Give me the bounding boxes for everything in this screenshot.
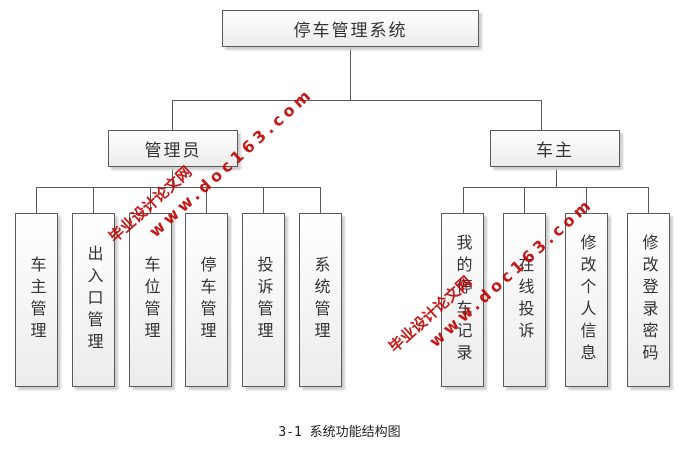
admin-child-label: 投诉管理 (254, 256, 274, 344)
figure-caption: 3-1 系统功能结构图 (278, 425, 401, 440)
connector-admin-child-1 (93, 187, 94, 213)
connector-admin-child-5 (320, 187, 321, 213)
connector-admin-up (172, 100, 173, 130)
admin-child-node: 车主管理 (15, 213, 58, 387)
connector-owner-child-2 (586, 187, 587, 213)
connector-owner-child-0 (463, 187, 464, 213)
branch-label-owner: 车主 (536, 141, 574, 161)
connector-admin-child-3 (206, 187, 207, 213)
admin-child-node: 系统管理 (299, 213, 342, 387)
branch-label-admin: 管理员 (144, 141, 202, 161)
admin-child-node: 停车管理 (185, 213, 228, 387)
admin-child-node: 出入口管理 (72, 213, 115, 387)
owner-child-node: 修改个人信息 (565, 213, 608, 387)
connector-admin-bus (36, 187, 321, 188)
admin-child-label: 系统管理 (311, 256, 331, 344)
connector-owner-up (541, 100, 542, 130)
branch-node-admin: 管理员 (108, 130, 238, 167)
connector-root-down (350, 46, 351, 100)
root-label: 停车管理系统 (293, 21, 408, 41)
connector-admin-child-0 (36, 187, 37, 213)
admin-child-label: 车位管理 (141, 256, 161, 344)
connector-owner-down (556, 166, 557, 187)
admin-child-node: 车位管理 (129, 213, 172, 387)
admin-child-label: 出入口管理 (84, 245, 104, 355)
owner-child-label: 在线投诉 (515, 256, 535, 344)
connector-admin-child-2 (150, 187, 151, 213)
owner-child-label: 我的停车记录 (453, 234, 473, 366)
connector-admin-down (172, 166, 173, 187)
owner-child-label: 修改登录密码 (639, 234, 659, 366)
connector-owner-bus (463, 187, 649, 188)
admin-child-node: 投诉管理 (242, 213, 285, 387)
owner-child-node: 我的停车记录 (441, 213, 484, 387)
owner-child-label: 修改个人信息 (577, 234, 597, 366)
connector-admin-child-4 (263, 187, 264, 213)
owner-child-node: 修改登录密码 (627, 213, 670, 387)
admin-child-label: 车主管理 (27, 256, 47, 344)
branch-node-owner: 车主 (490, 130, 620, 167)
connector-owner-child-1 (524, 187, 525, 213)
admin-child-label: 停车管理 (197, 256, 217, 344)
connector-owner-child-3 (648, 187, 649, 213)
root-node: 停车管理系统 (222, 10, 479, 47)
owner-child-node: 在线投诉 (503, 213, 546, 387)
connector-root-bus (172, 100, 542, 101)
